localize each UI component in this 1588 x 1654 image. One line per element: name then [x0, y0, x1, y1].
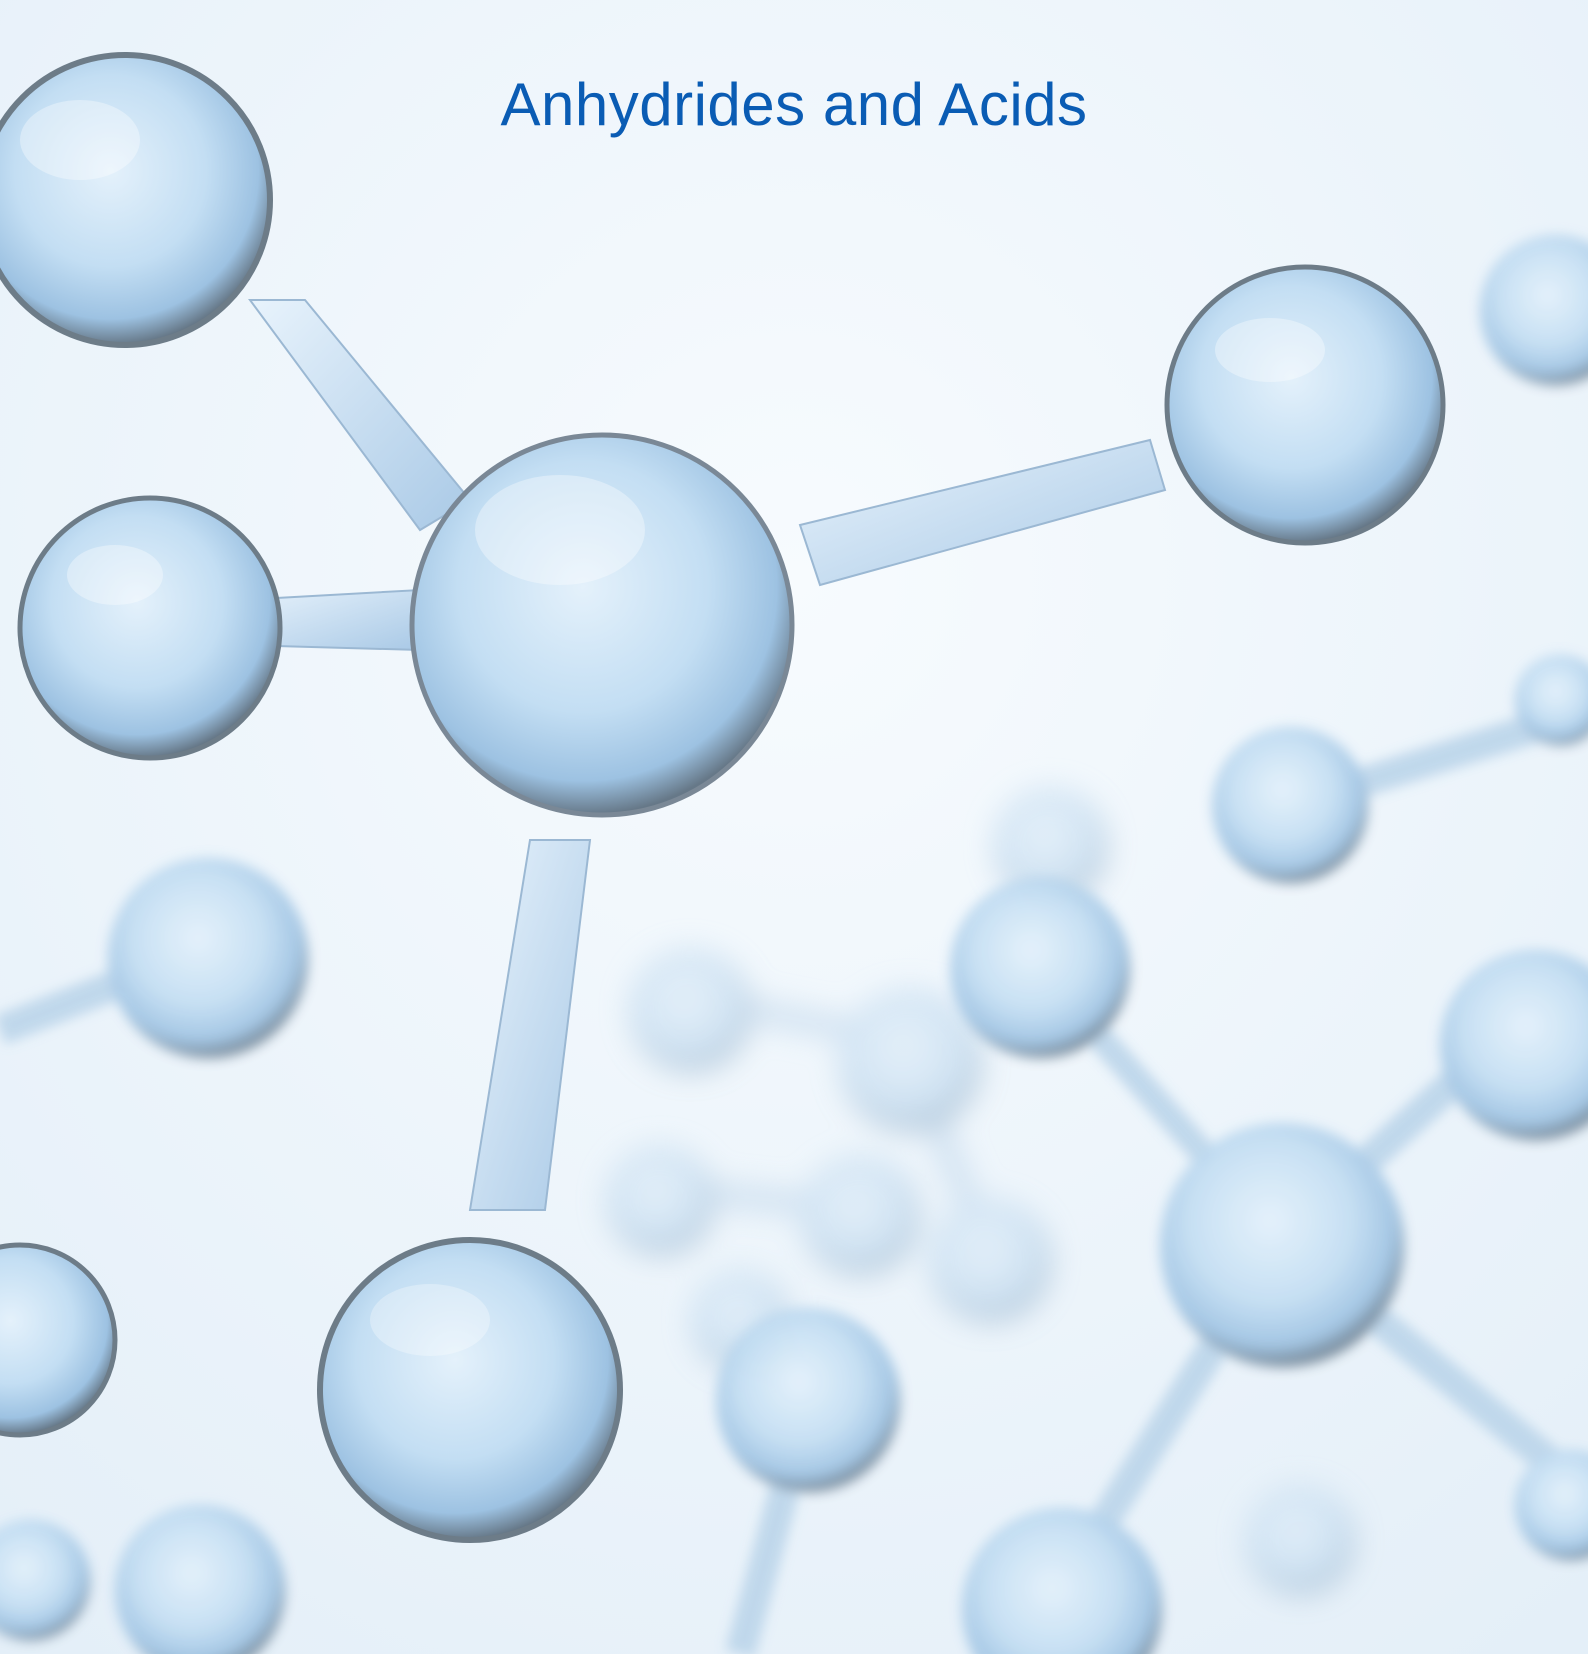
atom-top-left: [0, 52, 273, 348]
atom-center: [409, 432, 795, 818]
atom-right: [1164, 264, 1446, 546]
main-molecule-spheres: [0, 52, 1446, 1543]
atom-bottom-left: [0, 1242, 118, 1438]
background-molecules-mid: [0, 235, 1588, 1654]
atom-bottom: [317, 1237, 623, 1543]
page-title: Anhydrides and Acids: [500, 71, 1088, 138]
atom-left: [17, 495, 283, 761]
background-molecules-far: [605, 787, 1355, 1595]
main-molecule-bonds: [239, 299, 1167, 1211]
